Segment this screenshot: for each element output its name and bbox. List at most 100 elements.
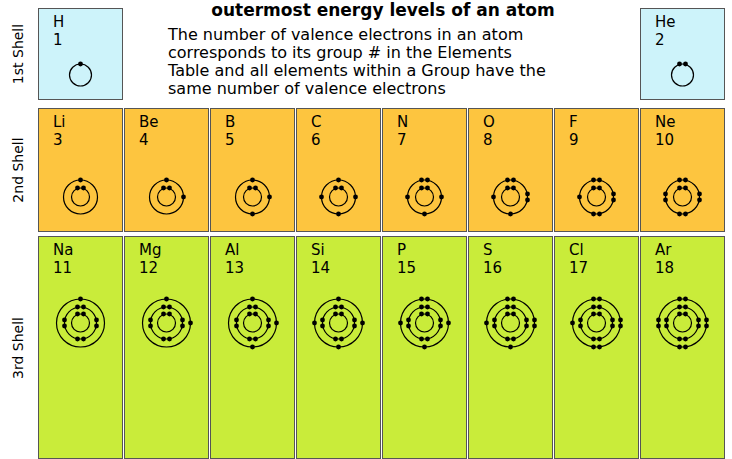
electron-shell-ring xyxy=(495,307,527,339)
electron-dot xyxy=(597,212,602,217)
electron-dot xyxy=(353,195,358,200)
electron-dot xyxy=(336,178,341,183)
electron-dot xyxy=(683,337,688,342)
shell-row-label: 1st Shell xyxy=(10,24,26,84)
electron-dot xyxy=(591,305,596,310)
electron-dot xyxy=(677,297,682,302)
electron-dot xyxy=(570,321,575,326)
electron-dot xyxy=(312,321,317,326)
electron-dot xyxy=(253,186,258,191)
electron-dot xyxy=(253,312,258,317)
bohr-model xyxy=(125,237,210,459)
electron-dot xyxy=(425,312,430,317)
atomic-number: 1 xyxy=(39,31,122,49)
electron-dot xyxy=(164,297,169,302)
electron-dot xyxy=(167,186,172,191)
electron-dot xyxy=(610,324,615,329)
bohr-model xyxy=(211,237,296,459)
electron-dot xyxy=(597,305,602,310)
electron-shell-ring xyxy=(666,180,700,214)
atomic-number: 9 xyxy=(555,131,638,149)
electron-shell-ring xyxy=(409,307,441,339)
electron-dot xyxy=(696,324,701,329)
element-symbol: Cl xyxy=(555,241,638,259)
electron-dot xyxy=(266,318,271,323)
element-symbol: N xyxy=(383,113,466,131)
electron-shell-ring xyxy=(150,180,184,214)
electron-dot xyxy=(319,195,324,200)
electron-dot xyxy=(611,192,616,197)
electron-dot xyxy=(696,318,701,323)
electron-dot xyxy=(267,195,272,200)
electron-dot xyxy=(336,212,341,217)
electron-dot xyxy=(505,312,510,317)
electron-shell-ring xyxy=(408,180,442,214)
electron-dot xyxy=(148,318,153,323)
electron-dot xyxy=(167,337,172,342)
element-cell: H1 xyxy=(38,8,123,100)
electron-dot xyxy=(247,186,252,191)
electron-dot xyxy=(677,212,682,217)
electron-dot xyxy=(333,337,338,342)
electron-dot xyxy=(406,318,411,323)
electron-dot xyxy=(81,305,86,310)
electron-shell-ring xyxy=(143,299,191,347)
element-symbol: Si xyxy=(297,241,380,259)
bohr-model xyxy=(469,237,554,459)
electron-shell-ring xyxy=(502,188,520,206)
electron-dot xyxy=(422,212,427,217)
electron-dot xyxy=(656,324,661,329)
electron-shell-ring xyxy=(244,314,262,332)
electron-dot xyxy=(525,192,530,197)
electron-dot xyxy=(181,195,186,200)
bohr-model xyxy=(39,9,124,101)
electron-dot xyxy=(511,305,516,310)
electron-dot xyxy=(333,186,338,191)
electron-dot xyxy=(148,324,153,329)
electron-shell-ring xyxy=(237,307,269,339)
electron-dot xyxy=(167,305,172,310)
electron-shell-ring xyxy=(151,307,183,339)
electron-dot xyxy=(578,318,583,323)
electron-dot xyxy=(597,345,602,350)
element-cell: N7 xyxy=(382,108,467,232)
electron-dot xyxy=(253,305,258,310)
electron-dot xyxy=(161,186,166,191)
electron-dot xyxy=(704,324,709,329)
electron-dot xyxy=(266,324,271,329)
bohr-model xyxy=(39,237,124,459)
electron-dot xyxy=(508,212,513,217)
element-cell: P15 xyxy=(382,236,467,459)
electron-shell-ring xyxy=(244,188,262,206)
electron-dot xyxy=(234,324,239,329)
electron-dot xyxy=(253,337,258,342)
electron-dot xyxy=(505,297,510,302)
electron-dot xyxy=(618,324,623,329)
electron-dot xyxy=(677,305,682,310)
electron-dot xyxy=(591,297,596,302)
atomic-number: 11 xyxy=(39,259,122,277)
electron-dot xyxy=(697,192,702,197)
electron-dot xyxy=(446,321,451,326)
electron-dot xyxy=(683,345,688,350)
electron-dot xyxy=(511,178,516,183)
electron-dot xyxy=(591,178,596,183)
shell-row-label-box: 3rd Shell xyxy=(0,236,36,459)
electron-dot xyxy=(419,297,424,302)
bohr-model xyxy=(641,109,726,233)
atomic-number: 8 xyxy=(469,131,552,149)
atomic-number: 15 xyxy=(383,259,466,277)
electron-dot xyxy=(333,312,338,317)
electron-shell-ring xyxy=(573,299,621,347)
electron-dot xyxy=(663,198,668,203)
electron-dot xyxy=(406,324,411,329)
electron-shell-ring xyxy=(588,314,606,332)
electron-dot xyxy=(419,186,424,191)
electron-dot xyxy=(591,212,596,217)
element-symbol: Mg xyxy=(125,241,208,259)
electron-dot xyxy=(677,62,682,67)
bohr-model xyxy=(555,109,640,233)
electron-dot xyxy=(419,305,424,310)
shell-row-label: 2nd Shell xyxy=(10,137,26,202)
electron-dot xyxy=(683,305,688,310)
